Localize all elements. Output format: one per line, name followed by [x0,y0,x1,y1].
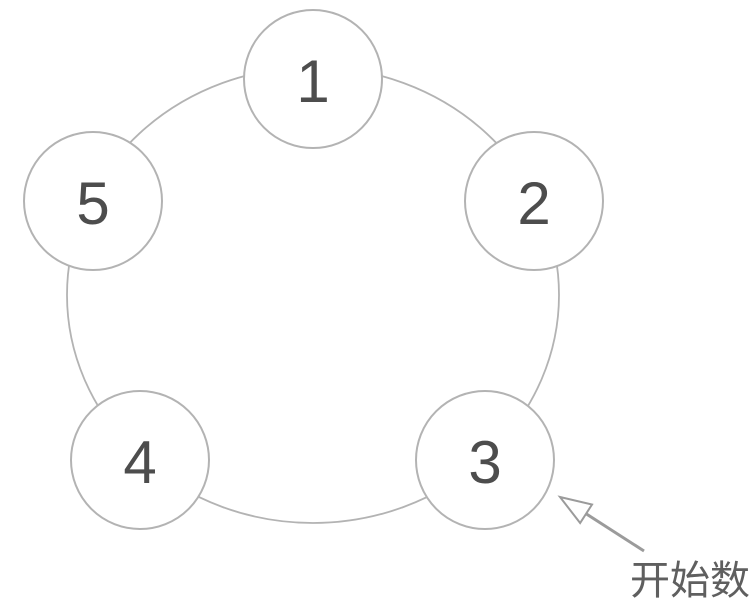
nodes-layer: 1 2 3 4 5 [23,9,604,530]
node-label: 3 [468,429,501,496]
node-circle [23,131,163,271]
node-circle [464,131,604,271]
node-circle [70,390,210,530]
start-counting-label: 开始数 [630,559,750,603]
node-label: 5 [76,170,109,237]
arrow-head-icon [557,495,594,525]
node-label: 2 [517,170,550,237]
node-4: 4 [70,390,210,530]
node-1: 1 [243,9,383,149]
node-5: 5 [23,131,163,271]
arrow-shaft [585,512,645,553]
node-circle [415,390,555,530]
node-label: 4 [123,429,156,496]
node-3: 3 [415,390,555,530]
node-circle [243,9,383,149]
node-label: 1 [296,48,329,115]
node-2: 2 [464,131,604,271]
start-pointer [557,495,645,553]
